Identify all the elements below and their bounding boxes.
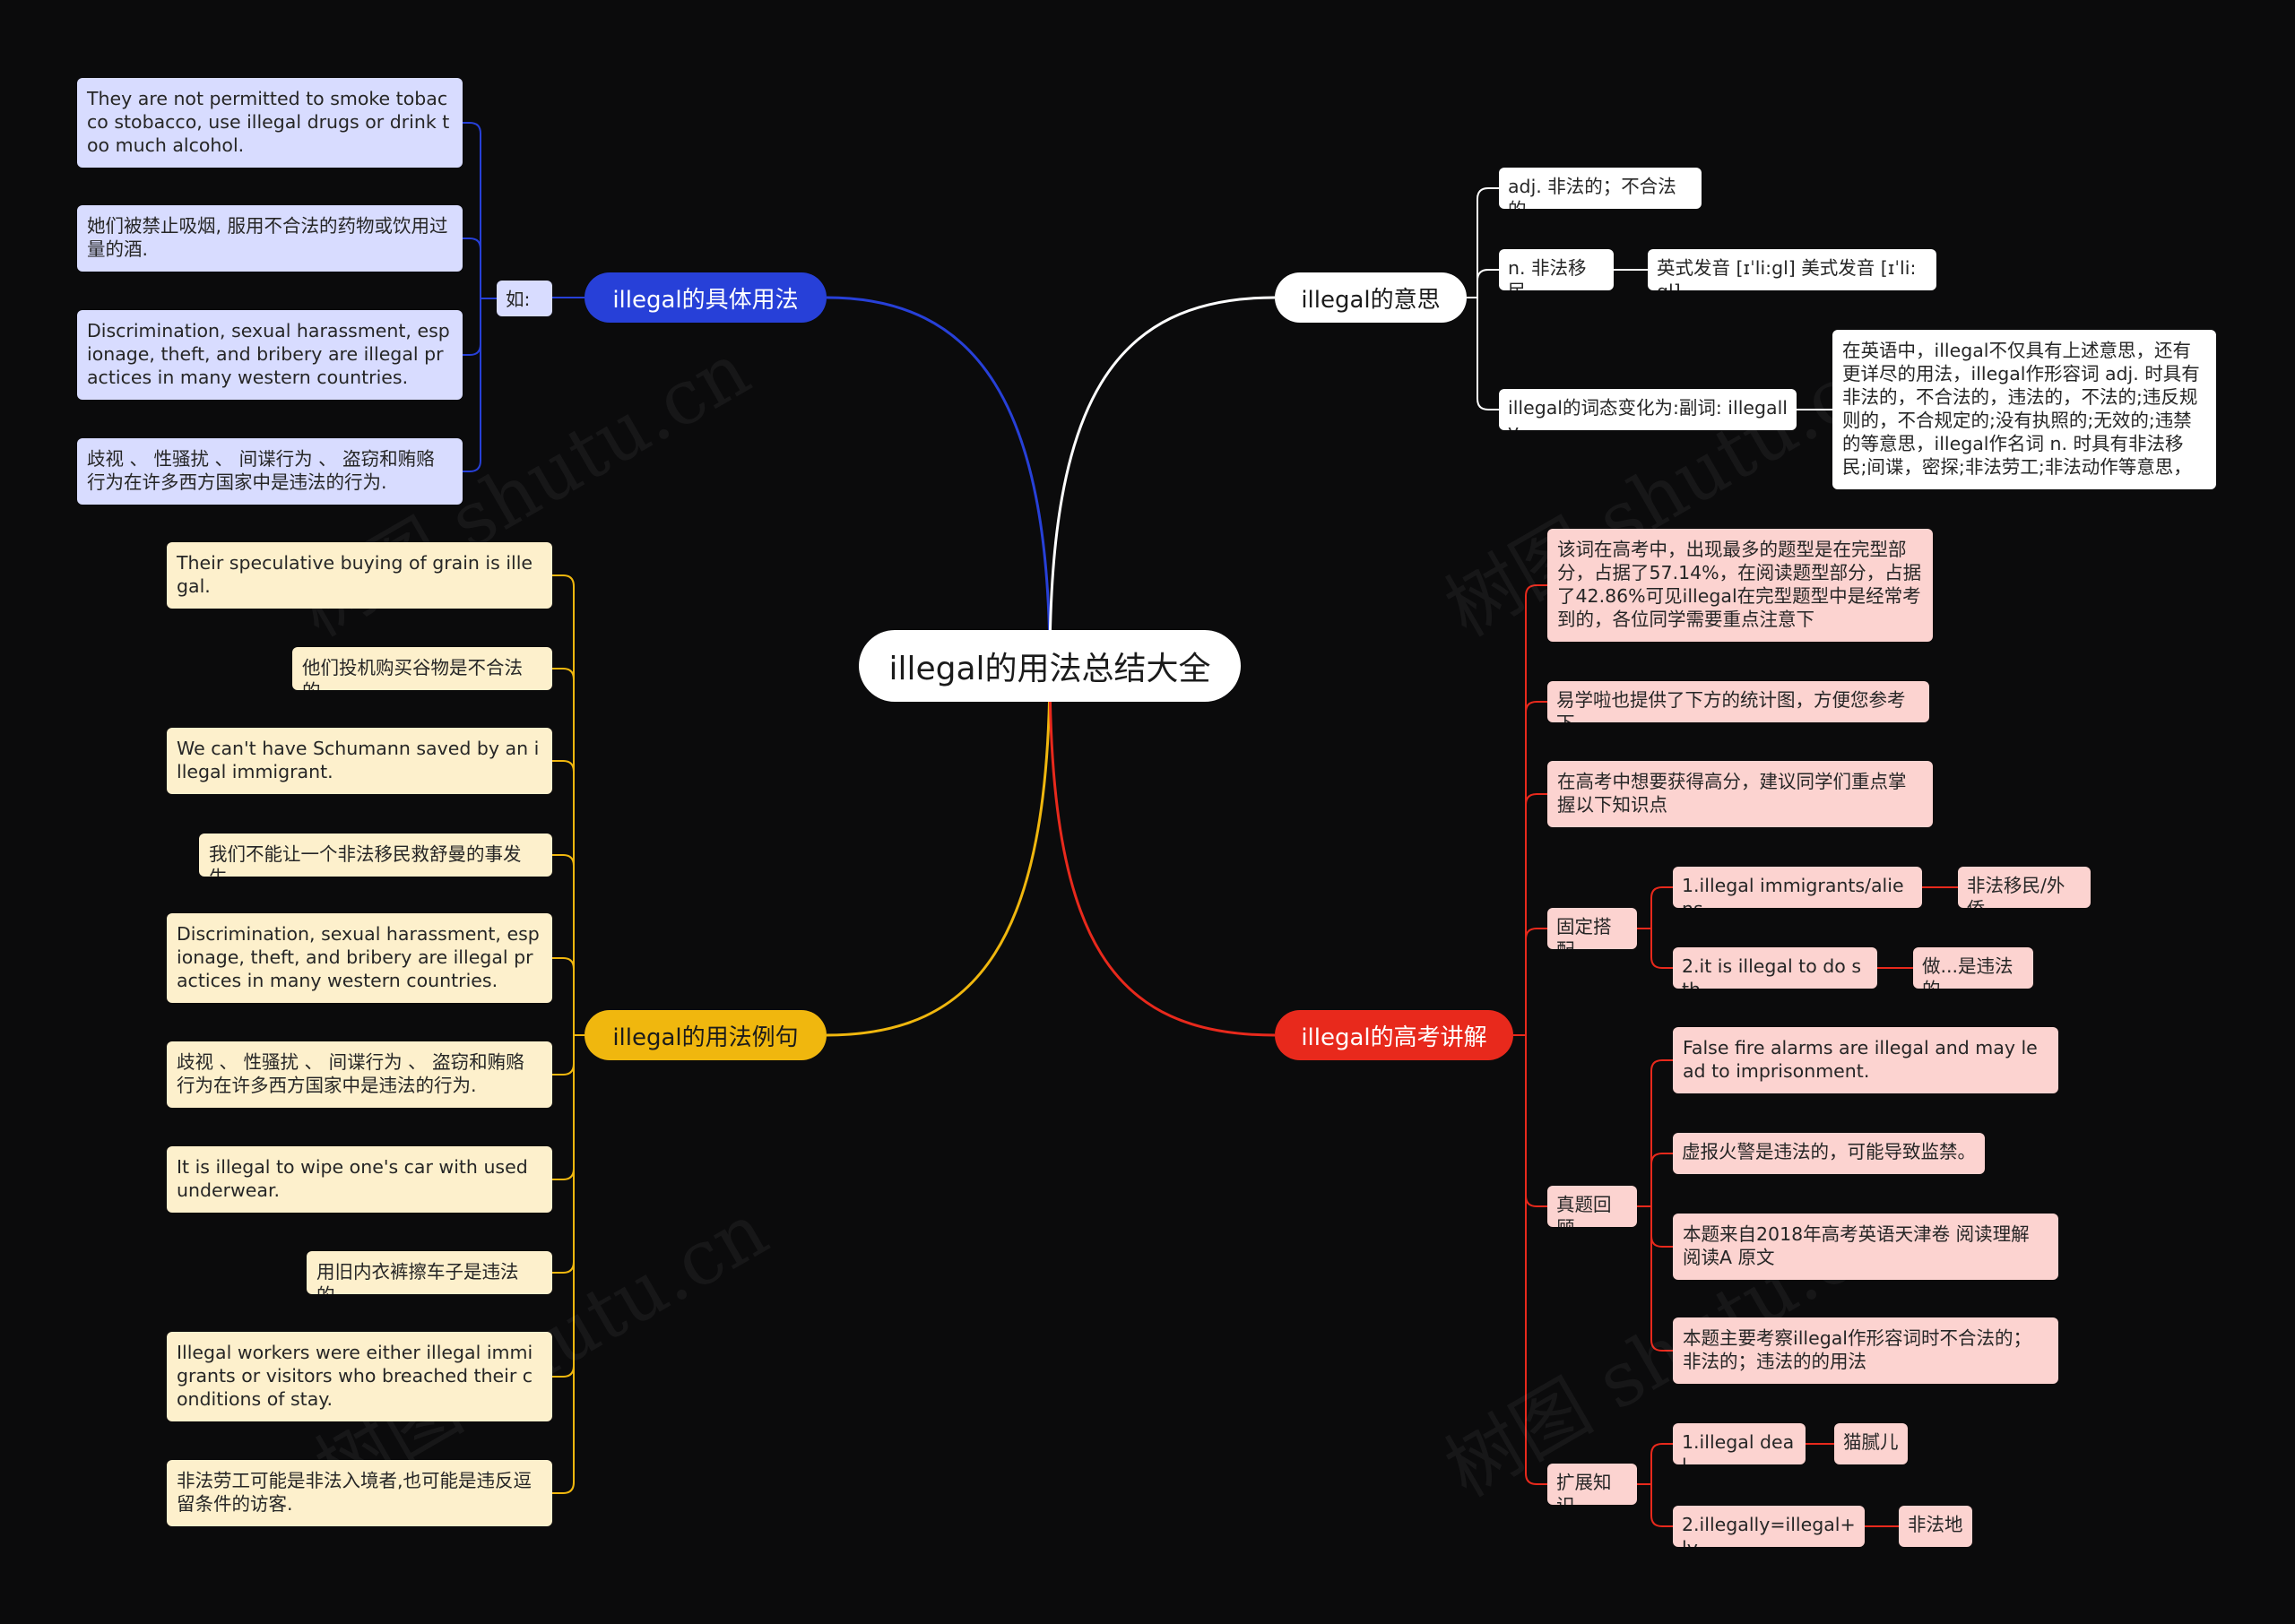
- connector: [552, 1035, 575, 1075]
- connector: [463, 298, 481, 356]
- fixed-meaning[interactable]: 非法移民/外侨: [1958, 867, 2091, 908]
- exam-intro[interactable]: 在高考中想要获得高分，建议同学们重点掌握以下知识点: [1547, 761, 1933, 827]
- usage-item[interactable]: 她们被禁止吸烟, 服用不合法的药物或饮用过量的酒.: [77, 205, 463, 272]
- usage-item[interactable]: They are not permitted to smoke tobacco …: [77, 78, 463, 168]
- exam-intro[interactable]: 易学啦也提供了下方的统计图，方便您参考下: [1547, 681, 1929, 722]
- example-item[interactable]: Their speculative buying of grain is ill…: [167, 542, 552, 609]
- meaning-noun[interactable]: n. 非法移民: [1499, 249, 1614, 290]
- fixed-item[interactable]: 1.illegal immigrants/aliens: [1673, 867, 1922, 908]
- branch-usage[interactable]: illegal的具体用法: [585, 272, 827, 323]
- review-item[interactable]: 本题主要考察illegal作形容词时不合法的；非法的；违法的的用法: [1673, 1317, 2058, 1384]
- fixed-meaning[interactable]: 做...是违法的: [1913, 947, 2033, 989]
- branch-examples[interactable]: illegal的用法例句: [585, 1010, 827, 1060]
- connector: [552, 1035, 575, 1180]
- usage-item[interactable]: 歧视 、 性骚扰 、 间谍行为 、 盗窃和贿赂行为在许多西方国家中是违法的行为.: [77, 438, 463, 505]
- connector: [463, 238, 481, 298]
- example-item[interactable]: 歧视 、 性骚扰 、 间谍行为 、 盗窃和贿赂行为在许多西方国家中是违法的行为.: [167, 1041, 552, 1108]
- exam-fixed-label[interactable]: 固定搭配: [1547, 908, 1637, 949]
- exam-extend-label[interactable]: 扩展知识: [1547, 1464, 1637, 1505]
- connector: [1650, 1206, 1673, 1352]
- extend-meaning[interactable]: 猫腻儿: [1834, 1423, 1908, 1464]
- connector: [552, 760, 575, 1035]
- connector: [826, 665, 1052, 1037]
- connector: [1477, 187, 1499, 298]
- connector: [552, 1035, 575, 1494]
- connector: [552, 668, 575, 1035]
- extend-meaning[interactable]: 非法地: [1899, 1506, 1972, 1547]
- connector: [552, 574, 575, 1035]
- connector: [1048, 665, 1276, 1037]
- root-topic[interactable]: illegal的用法总结大全: [859, 630, 1241, 702]
- branch-meaning[interactable]: illegal的意思: [1275, 272, 1467, 323]
- example-item[interactable]: Illegal workers were either illegal immi…: [167, 1332, 552, 1421]
- connector: [1650, 1484, 1673, 1527]
- connector: [1525, 1035, 1547, 1485]
- connector: [1048, 296, 1276, 667]
- connector: [552, 1035, 575, 1378]
- review-item[interactable]: 虚报火警是违法的，可能导致监禁。: [1673, 1133, 1985, 1174]
- connector: [463, 122, 481, 298]
- connector: [552, 854, 575, 1035]
- exam-intro[interactable]: 该词在高考中，出现最多的题型是在完型部分，占据了57.14%，在阅读题型部分，占…: [1547, 529, 1933, 642]
- example-item[interactable]: 我们不能让一个非法移民救舒曼的事发生.: [199, 834, 552, 877]
- connector: [1650, 1059, 1673, 1206]
- connector: [1650, 1206, 1673, 1248]
- connector: [1650, 929, 1673, 969]
- review-item[interactable]: False fire alarms are illegal and may le…: [1673, 1027, 2058, 1093]
- meaning-pronunciation[interactable]: 英式发音 [ɪˈli:gl] 美式发音 [ɪˈli:gl]: [1648, 249, 1936, 290]
- connector: [1650, 1443, 1673, 1484]
- connector: [463, 298, 481, 472]
- connector: [1525, 584, 1547, 1035]
- example-item[interactable]: We can't have Schumann saved by an illeg…: [167, 728, 552, 794]
- connector: [1650, 886, 1673, 929]
- connector: [1525, 701, 1547, 1035]
- meaning-adj[interactable]: adj. 非法的；不合法的: [1499, 168, 1702, 209]
- meaning-forms-detail[interactable]: 在英语中，illegal不仅具有上述意思，还有更详尽的用法，illegal作形容…: [1832, 330, 2216, 489]
- connector: [1477, 269, 1499, 298]
- usage-item[interactable]: Discrimination, sexual harassment, espio…: [77, 310, 463, 400]
- exam-review-label[interactable]: 真题回顾: [1547, 1186, 1637, 1227]
- connector: [1477, 298, 1499, 410]
- connector: [1650, 1153, 1673, 1206]
- connector: [826, 296, 1052, 667]
- example-item[interactable]: 用旧内衣裤擦车子是违法的.: [307, 1251, 552, 1294]
- connector: [1525, 793, 1547, 1035]
- example-item[interactable]: 他们投机购买谷物是不合法的.: [292, 647, 552, 690]
- connector: [552, 1035, 575, 1274]
- connector: [1525, 928, 1547, 1035]
- example-item[interactable]: It is illegal to wipe one's car with use…: [167, 1146, 552, 1213]
- review-item[interactable]: 本题来自2018年高考英语天津卷 阅读理解 阅读A 原文: [1673, 1214, 2058, 1280]
- connector: [1525, 1035, 1547, 1207]
- meaning-forms[interactable]: illegal的词态变化为:副词: illegally: [1499, 389, 1797, 430]
- fixed-item[interactable]: 2.it is illegal to do sth: [1673, 947, 1877, 989]
- example-item[interactable]: Discrimination, sexual harassment, espio…: [167, 913, 552, 1003]
- connector: [552, 957, 575, 1035]
- usage-sub-label[interactable]: 如:: [497, 281, 552, 316]
- extend-item[interactable]: 2.illegally=illegal+ly: [1673, 1506, 1865, 1547]
- example-item[interactable]: 非法劳工可能是非法入境者,也可能是违反逗留条件的访客.: [167, 1460, 552, 1526]
- branch-exam[interactable]: illegal的高考讲解: [1275, 1010, 1513, 1060]
- extend-item[interactable]: 1.illegal deal: [1673, 1423, 1806, 1464]
